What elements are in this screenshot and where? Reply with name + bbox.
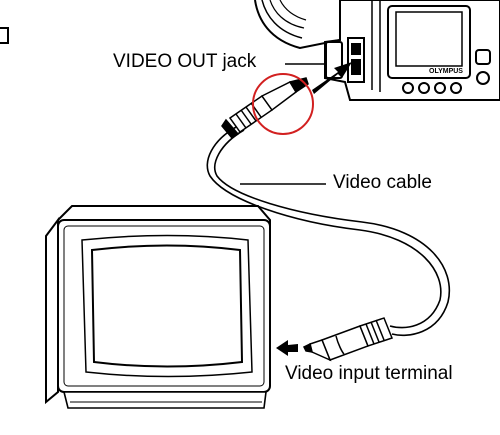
rca-plug-icon bbox=[302, 317, 393, 362]
video-cable-line bbox=[206, 125, 451, 337]
arrow-icon bbox=[312, 62, 352, 94]
video-out-jack-label: VIDEO OUT jack bbox=[113, 51, 257, 72]
video-cable-label: Video cable bbox=[333, 172, 432, 193]
camera-brand-text: OLYMPUS bbox=[429, 68, 463, 75]
arrow-icon bbox=[276, 340, 298, 356]
camera-icon bbox=[254, 0, 500, 101]
page-box-icon bbox=[0, 27, 9, 44]
highlight-circle bbox=[252, 73, 314, 135]
video-input-terminal-label: Video input terminal bbox=[285, 363, 453, 384]
television-icon bbox=[45, 205, 271, 409]
av-plug-icon bbox=[221, 77, 309, 139]
